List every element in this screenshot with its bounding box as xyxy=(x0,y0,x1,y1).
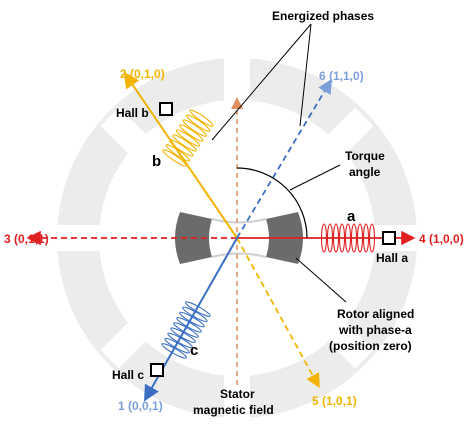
coil-b xyxy=(162,109,214,167)
rotor-core xyxy=(211,218,267,258)
phase-a-label: a xyxy=(347,208,356,225)
hall-a-label: Hall a xyxy=(376,251,408,265)
hall-c-label: Hall c xyxy=(112,368,144,382)
rotor-label-3: (position zero) xyxy=(329,339,412,353)
leader-rotor xyxy=(295,257,347,303)
rotor-label-2: with phase-a xyxy=(338,323,412,337)
torque-label-1: Torque xyxy=(345,149,385,163)
axis-5-dashed xyxy=(236,237,320,389)
position-1-label: 1 (0,0,1) xyxy=(118,399,163,413)
axis-6-dashed xyxy=(236,78,332,239)
position-6-label: 6 (1,1,0) xyxy=(319,69,364,83)
stator-label-1: Stator xyxy=(220,387,255,401)
hall-sensor-a xyxy=(382,231,396,245)
torque-angle-arc xyxy=(236,167,308,239)
position-2-label: 2 (0,1,0) xyxy=(120,67,165,81)
coil-c xyxy=(161,301,211,359)
hall-sensor-b xyxy=(159,102,173,116)
coil-a xyxy=(320,223,376,253)
energized-phases-label: Energized phases xyxy=(272,9,374,23)
stator-label-2: magnetic field xyxy=(193,403,274,417)
phase-c-label: c xyxy=(190,342,198,359)
phase-b-label: b xyxy=(152,153,161,170)
leader-energized-2 xyxy=(299,23,312,127)
position-5-label: 5 (1,0,1) xyxy=(312,394,357,408)
torque-label-2: angle xyxy=(349,165,381,179)
stator xyxy=(57,58,418,419)
leader-energized-1 xyxy=(211,23,312,141)
position-3-label: 3 (0,1,1) xyxy=(4,232,49,246)
hall-sensor-c xyxy=(150,363,164,377)
rotor-label-1: Rotor aligned xyxy=(337,307,414,321)
axis-2-solid xyxy=(123,71,238,239)
leader-torque xyxy=(289,164,341,191)
position-4-label: 4 (1,0,0) xyxy=(419,232,464,246)
hall-b-label: Hall b xyxy=(116,106,149,120)
